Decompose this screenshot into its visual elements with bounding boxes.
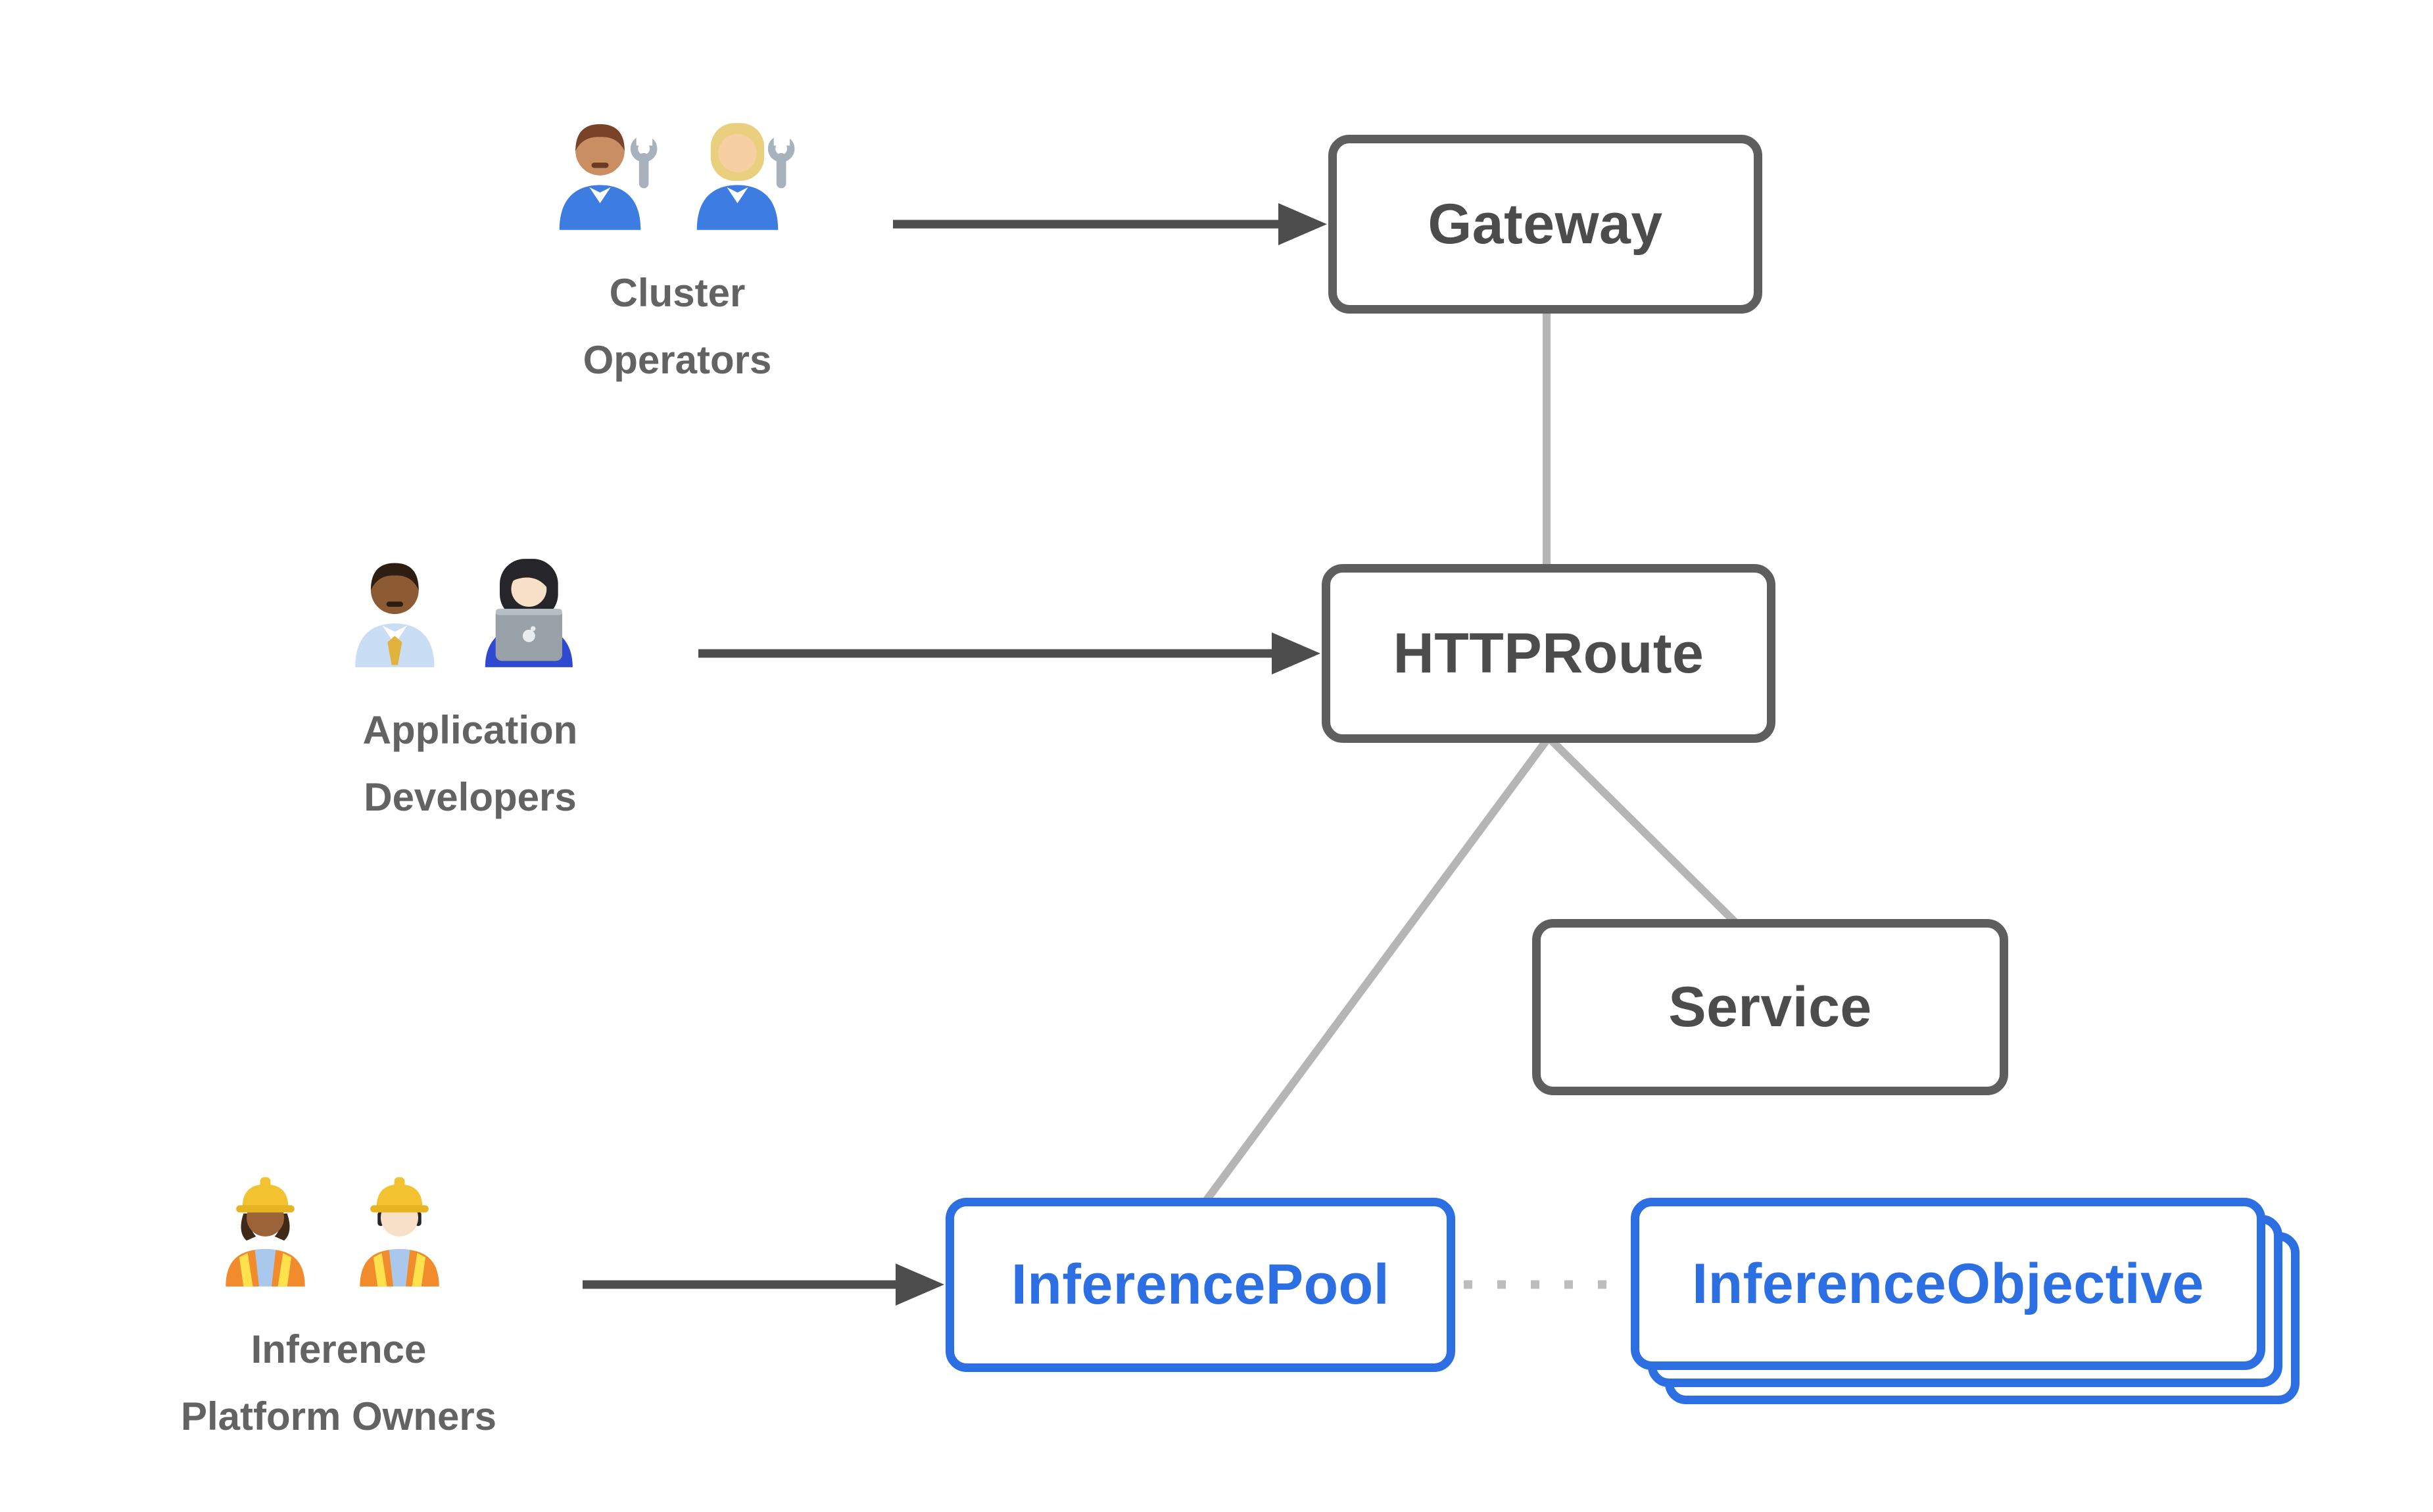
node-gateway: Gateway: [1328, 135, 1762, 314]
woman-mechanic-emoji: [696, 123, 795, 230]
woman-construction-worker-emoji: [226, 1177, 305, 1287]
application-developers-emojis: [341, 544, 600, 669]
edge-httproute-service: [1545, 734, 1739, 926]
inference-platform-owners-label-line2: Platform Owners: [180, 1394, 497, 1438]
cluster-operators-emojis: [544, 104, 810, 232]
edge-httproute-inferencepool: [1200, 735, 1552, 1207]
node-inferencepool: InferencePool: [946, 1198, 1455, 1372]
arrow-application-developers-httproute: [698, 632, 1320, 674]
node-httproute: HTTPRoute: [1322, 564, 1775, 743]
arrow-platform-owners-inferencepool: [583, 1264, 944, 1306]
node-inferencepool-label: InferencePool: [1011, 1253, 1390, 1316]
actor-inference-platform-owners: Inference Platform Owners: [181, 1164, 496, 1450]
arrow-cluster-operators-gateway: [893, 203, 1327, 245]
cluster-operators-label-line1: Cluster: [609, 271, 746, 315]
cluster-operators-label-line2: Operators: [583, 338, 772, 382]
application-developers-label: Application Developers: [363, 697, 578, 831]
inference-platform-owners-label-line1: Inference: [251, 1327, 427, 1371]
woman-technologist-emoji: [485, 559, 573, 667]
man-construction-worker-emoji: [360, 1177, 439, 1287]
node-gateway-label: Gateway: [1428, 192, 1663, 256]
node-service-label: Service: [1668, 975, 1872, 1039]
application-developers-label-line2: Developers: [364, 775, 577, 819]
node-inferenceobjective-label: InferenceObjective: [1692, 1252, 2204, 1315]
man-mechanic-emoji: [559, 124, 658, 230]
actor-cluster-operators: Cluster Operators: [544, 104, 810, 394]
actor-application-developers: Application Developers: [337, 544, 603, 831]
inference-platform-owners-emojis: [209, 1164, 468, 1288]
node-inferenceobjective: InferenceObjective: [1631, 1198, 2265, 1370]
inference-platform-owners-label: Inference Platform Owners: [181, 1316, 496, 1450]
cluster-operators-label: Cluster Operators: [583, 260, 772, 394]
node-service: Service: [1532, 919, 2008, 1095]
application-developers-label-line1: Application: [362, 708, 578, 752]
man-office-worker-emoji: [355, 563, 435, 667]
node-httproute-label: HTTPRoute: [1393, 621, 1704, 685]
